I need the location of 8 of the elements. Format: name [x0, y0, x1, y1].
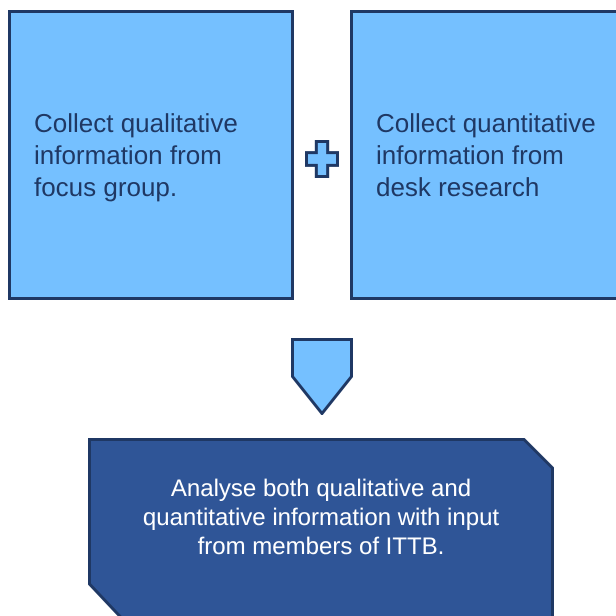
plus-sign	[305, 140, 339, 178]
box-text: Analyse both qualitative and quantitative information with input from members of ITTB.	[142, 474, 500, 562]
box-text: Collect quantitative information from desk research	[376, 107, 597, 203]
down-arrow-shape	[291, 338, 353, 415]
process-box	[350, 10, 616, 300]
process-box	[88, 438, 554, 616]
process-box	[8, 10, 294, 300]
box-text: Collect qualitative information from focus group.	[34, 107, 239, 203]
